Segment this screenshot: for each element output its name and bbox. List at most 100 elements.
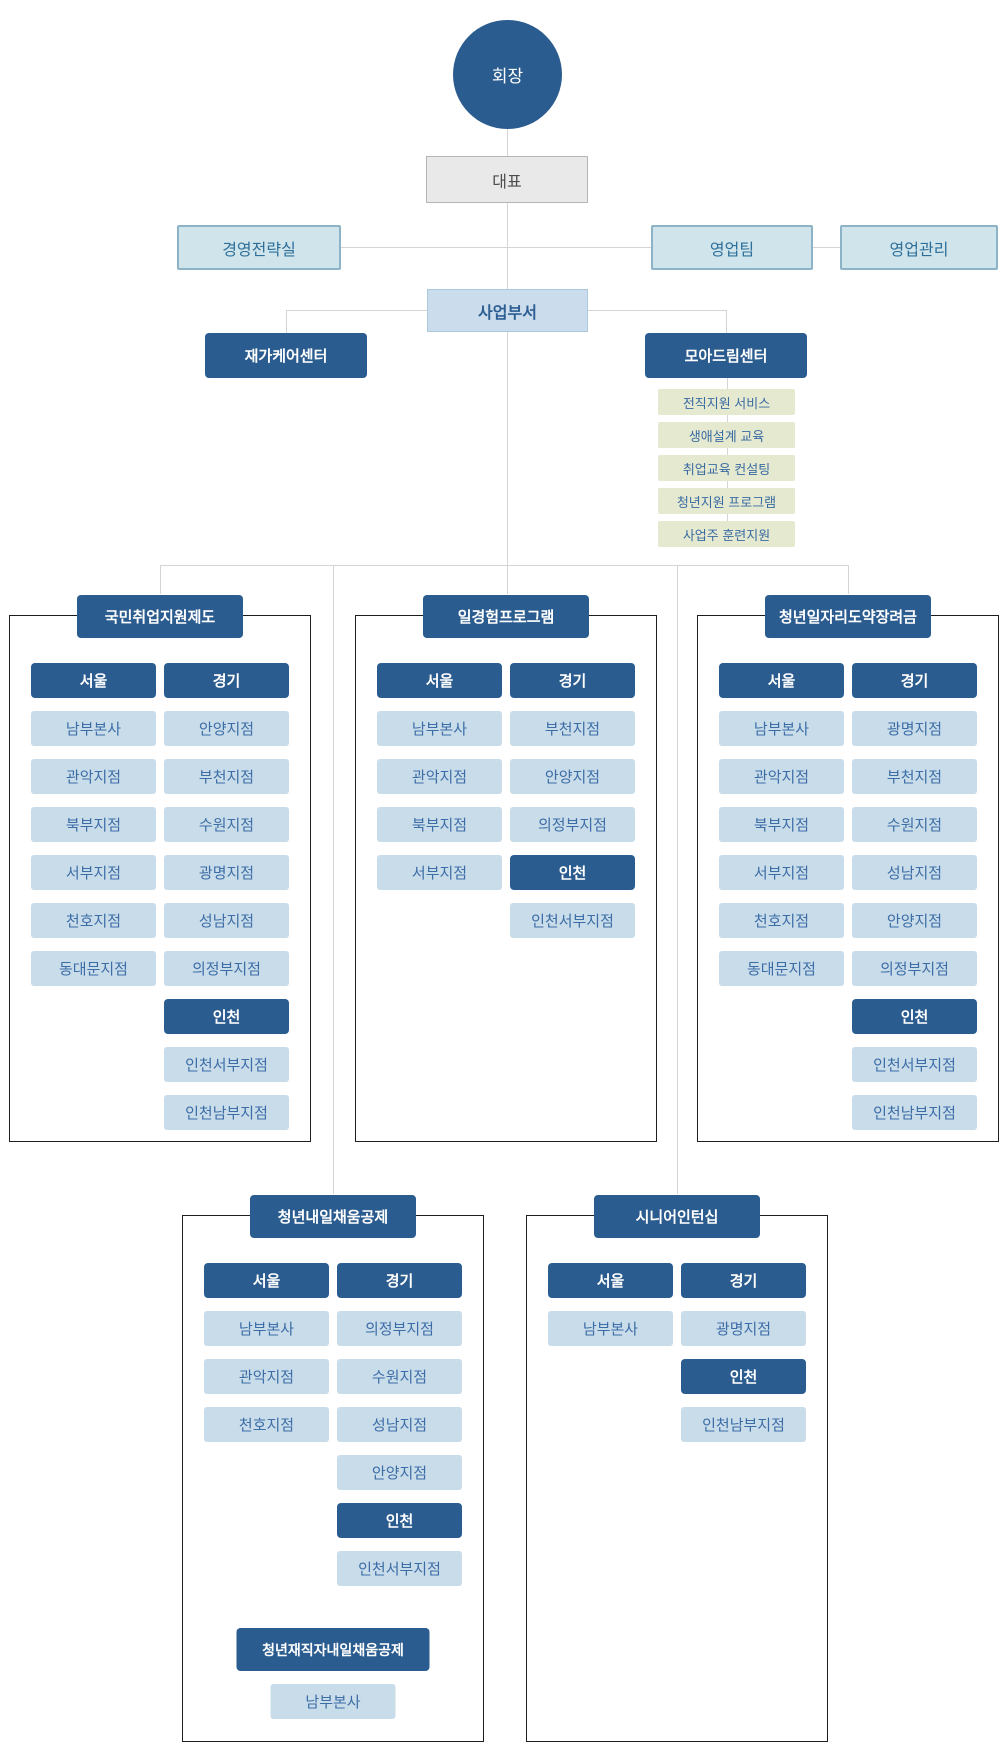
region-header-gyeonggi: 경기 xyxy=(852,663,977,698)
column-gyeonggi: 경기 광명지점 부천지점 수원지점 성남지점 안양지점 의정부지점 인천 인천서… xyxy=(852,663,977,1130)
ceo-node: 대표 xyxy=(426,156,588,203)
branch-item: 서부지점 xyxy=(719,855,844,890)
column-seoul: 서울 남부본사 관악지점 북부지점 서부지점 천호지점 동대문지점 xyxy=(31,663,156,1130)
section-columns: 서울 남부본사 관악지점 천호지점 경기 의정부지점 수원지점 성남지점 안양지… xyxy=(183,1263,483,1586)
branch-item: 인천남부지점 xyxy=(164,1095,289,1130)
section-title: 청년내일채움공제 xyxy=(250,1195,416,1238)
branch-item: 수원지점 xyxy=(164,807,289,842)
branch-item: 관악지점 xyxy=(719,759,844,794)
branch-item: 남부본사 xyxy=(719,711,844,746)
branch-item: 의정부지점 xyxy=(337,1311,462,1346)
strategy-office-node: 경영전략실 xyxy=(177,225,341,270)
region-header-seoul: 서울 xyxy=(204,1263,329,1298)
region-header-incheon: 인천 xyxy=(337,1503,462,1538)
branch-item: 수원지점 xyxy=(852,807,977,842)
region-header-seoul: 서울 xyxy=(31,663,156,698)
section-senior-internship: 시니어인턴십 서울 남부본사 경기 광명지점 인천 인천남부지점 xyxy=(526,1195,828,1742)
connector-line xyxy=(160,565,161,594)
branch-item: 의정부지점 xyxy=(852,951,977,986)
connector-line xyxy=(507,129,508,156)
chairman-node: 회장 xyxy=(453,20,562,129)
moa-dream-services: 전직지원 서비스 생애설계 교육 취업교육 컨설팅 청년지원 프로그램 사업주 … xyxy=(658,389,795,547)
branch-item: 남부본사 xyxy=(548,1311,673,1346)
sub-program-title: 청년재직자내일채움공제 xyxy=(236,1628,430,1671)
sales-admin-node: 영업관리 xyxy=(840,225,998,270)
section-youth-job-leap-incentive: 청년일자리도약장려금 서울 남부본사 관악지점 북부지점 서부지점 천호지점 동… xyxy=(697,595,999,1142)
branch-item: 남부본사 xyxy=(377,711,502,746)
branch-item: 인천남부지점 xyxy=(852,1095,977,1130)
column-gyeonggi: 경기 광명지점 인천 인천남부지점 xyxy=(681,1263,806,1442)
section-work-experience-program: 일경험프로그램 서울 남부본사 관악지점 북부지점 서부지점 경기 부천지점 안… xyxy=(355,595,657,1142)
connector-line xyxy=(727,378,728,521)
region-header-seoul: 서울 xyxy=(548,1263,673,1298)
region-header-gyeonggi: 경기 xyxy=(337,1263,462,1298)
section-title: 청년일자리도약장려금 xyxy=(765,595,931,638)
business-division-node: 사업부서 xyxy=(427,289,588,332)
connector-line xyxy=(160,565,848,566)
column-seoul: 서울 남부본사 관악지점 북부지점 서부지점 천호지점 동대문지점 xyxy=(719,663,844,1130)
section-youth-tomorrow-fund: 청년내일채움공제 서울 남부본사 관악지점 천호지점 경기 의정부지점 수원지점… xyxy=(182,1195,484,1742)
region-header-incheon: 인천 xyxy=(164,999,289,1034)
column-gyeonggi: 경기 의정부지점 수원지점 성남지점 안양지점 인천 인천서부지점 xyxy=(337,1263,462,1586)
connector-line xyxy=(341,247,651,248)
branch-item: 의정부지점 xyxy=(510,807,635,842)
column-gyeonggi: 경기 안양지점 부천지점 수원지점 광명지점 성남지점 의정부지점 인천 인천서… xyxy=(164,663,289,1130)
branch-item: 안양지점 xyxy=(164,711,289,746)
connector-line xyxy=(588,310,726,311)
section-columns: 서울 남부본사 관악지점 북부지점 서부지점 경기 부천지점 안양지점 의정부지… xyxy=(356,663,656,938)
column-seoul: 서울 남부본사 xyxy=(548,1263,673,1442)
column-seoul: 서울 남부본사 관악지점 북부지점 서부지점 xyxy=(377,663,502,938)
connector-line xyxy=(286,310,287,333)
connector-line xyxy=(726,310,727,333)
branch-item: 천호지점 xyxy=(31,903,156,938)
branch-item: 부천지점 xyxy=(852,759,977,794)
branch-item: 광명지점 xyxy=(164,855,289,890)
branch-item: 인천서부지점 xyxy=(164,1047,289,1082)
column-seoul: 서울 남부본사 관악지점 천호지점 xyxy=(204,1263,329,1586)
branch-item: 성남지점 xyxy=(852,855,977,890)
section-national-employment-support: 국민취업지원제도 서울 남부본사 관악지점 북부지점 서부지점 천호지점 동대문… xyxy=(9,595,311,1142)
branch-item: 안양지점 xyxy=(337,1455,462,1490)
branch-item: 북부지점 xyxy=(719,807,844,842)
region-header-seoul: 서울 xyxy=(377,663,502,698)
branch-item: 안양지점 xyxy=(510,759,635,794)
branch-item: 의정부지점 xyxy=(164,951,289,986)
branch-item: 광명지점 xyxy=(681,1311,806,1346)
service-item: 청년지원 프로그램 xyxy=(658,488,795,514)
moa-dream-center-node: 모아드림센터 xyxy=(645,333,807,378)
branch-item: 남부본사 xyxy=(204,1311,329,1346)
service-item: 전직지원 서비스 xyxy=(658,389,795,415)
branch-item: 천호지점 xyxy=(719,903,844,938)
branch-item: 인천서부지점 xyxy=(337,1551,462,1586)
branch-item: 안양지점 xyxy=(852,903,977,938)
care-center-node: 재가케어센터 xyxy=(205,333,367,378)
branch-item: 북부지점 xyxy=(377,807,502,842)
section-title: 국민취업지원제도 xyxy=(77,595,243,638)
section-columns: 서울 남부본사 관악지점 북부지점 서부지점 천호지점 동대문지점 경기 광명지… xyxy=(698,663,998,1130)
branch-item: 광명지점 xyxy=(852,711,977,746)
region-header-seoul: 서울 xyxy=(719,663,844,698)
branch-item: 관악지점 xyxy=(31,759,156,794)
column-gyeonggi: 경기 부천지점 안양지점 의정부지점 인천 인천서부지점 xyxy=(510,663,635,938)
service-item: 취업교육 컨설팅 xyxy=(658,455,795,481)
branch-item: 동대문지점 xyxy=(31,951,156,986)
branch-item: 관악지점 xyxy=(204,1359,329,1394)
branch-item: 동대문지점 xyxy=(719,951,844,986)
branch-item: 관악지점 xyxy=(377,759,502,794)
sales-team-node: 영업팀 xyxy=(651,225,813,270)
region-header-incheon: 인천 xyxy=(852,999,977,1034)
connector-line xyxy=(677,565,678,1194)
connector-line xyxy=(507,332,508,594)
section-columns: 서울 남부본사 관악지점 북부지점 서부지점 천호지점 동대문지점 경기 안양지… xyxy=(10,663,310,1130)
region-header-incheon: 인천 xyxy=(510,855,635,890)
service-item: 사업주 훈련지원 xyxy=(658,521,795,547)
branch-item: 성남지점 xyxy=(337,1407,462,1442)
branch-item: 인천서부지점 xyxy=(852,1047,977,1082)
branch-item: 서부지점 xyxy=(31,855,156,890)
service-item: 생애설계 교육 xyxy=(658,422,795,448)
branch-item: 부천지점 xyxy=(510,711,635,746)
region-header-gyeonggi: 경기 xyxy=(510,663,635,698)
connector-line xyxy=(507,203,508,289)
branch-item: 남부본사 xyxy=(31,711,156,746)
